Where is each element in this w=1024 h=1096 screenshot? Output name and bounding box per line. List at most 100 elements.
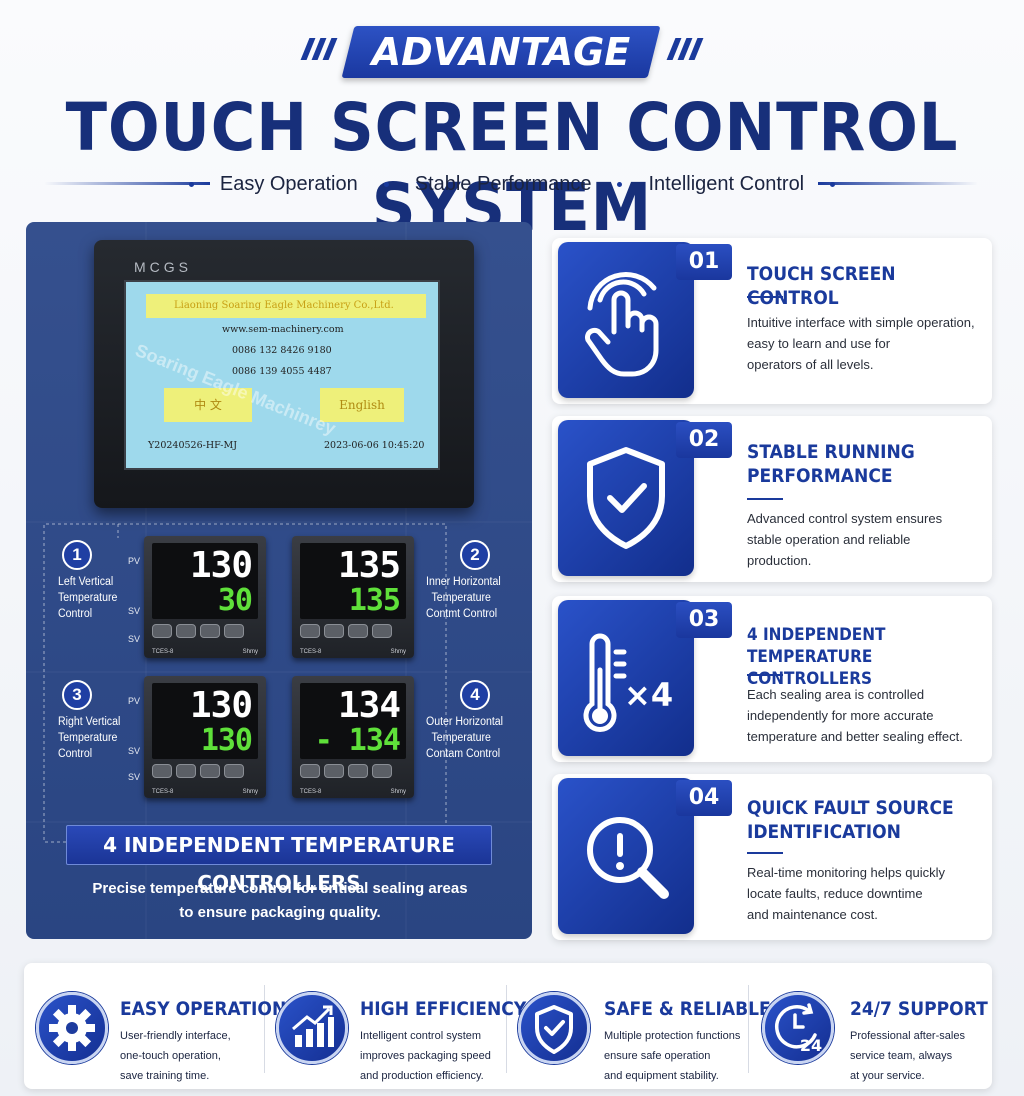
gear-icon [49, 1005, 95, 1051]
divider-right [818, 182, 978, 185]
set-button[interactable] [152, 624, 172, 638]
pv-value: 130 [189, 545, 253, 586]
controller-number-2: 2 [460, 540, 490, 570]
advantage-badge: ADVANTAGE [371, 30, 631, 74]
hmi-brand: MCGS [134, 259, 192, 275]
controller-number-4: 4 [460, 680, 490, 710]
feature-item: Intelligent Control [648, 172, 805, 195]
pv-label: PV [128, 556, 141, 566]
controller-brand: Shmy [242, 789, 258, 795]
card-title: TOUCH SCREEN CONTROL [747, 263, 896, 309]
card-icon-box [558, 778, 694, 934]
hmi-company: Liaoning Soaring Eagle Machinery Co.,Ltd… [146, 294, 426, 318]
controller-brand: Shmy [242, 649, 258, 655]
divider-left [44, 182, 210, 185]
controller-model: TCES-8 [152, 649, 174, 655]
benefit-title: SAFE & RELIABLE [604, 998, 771, 1020]
pv-label: PV [128, 696, 141, 706]
benefit-icon [276, 992, 348, 1064]
benefit-title: HIGH EFFICIENCY [360, 998, 527, 1020]
shift-button[interactable] [176, 624, 196, 638]
hmi-phone: 0086 132 8426 9180 [232, 345, 332, 356]
card-divider [747, 674, 783, 676]
hmi-model: Y20240526-HF-MJ [148, 440, 238, 451]
shift-button[interactable] [176, 764, 196, 778]
decor-slashes-left [296, 38, 342, 64]
sv-value: - 134 [314, 723, 401, 758]
set-button[interactable] [300, 624, 320, 638]
set-button[interactable] [300, 764, 320, 778]
up-button[interactable] [372, 764, 392, 778]
card-icon-box [558, 600, 694, 756]
chinese-button[interactable]: 中 文 [164, 388, 252, 422]
set-button[interactable] [152, 764, 172, 778]
touch-icon [585, 272, 659, 377]
sv-value: 135 [348, 583, 401, 618]
controller-model: TCES-8 [152, 789, 174, 795]
up-button[interactable] [372, 624, 392, 638]
separator [506, 985, 507, 1073]
hmi-website: www.sem-machinery.com [222, 324, 344, 335]
temperature-controller-4: 134- 134 TCES-8 Shmy [292, 676, 414, 798]
pv-value: 130 [189, 685, 253, 726]
sv-value: 30 [217, 583, 253, 618]
benefit-title: 24/7 SUPPORT [850, 998, 988, 1020]
sv-value: 130 [200, 723, 253, 758]
sv-label: SV [128, 606, 141, 616]
card-icon-box [558, 242, 694, 398]
panel-description: Precise temperature control for critical… [92, 880, 468, 921]
chart-up-icon [292, 1005, 334, 1047]
controller-model: TCES-8 [300, 649, 322, 655]
benefit-title: EASY OPERATION [120, 998, 287, 1020]
clock-24-icon: 24 [775, 1003, 822, 1055]
down-button[interactable] [348, 624, 368, 638]
pv-value: 135 [337, 545, 401, 586]
controller-brand: Shmy [390, 789, 406, 795]
page-title: TOUCH SCREEN CONTROL SYSTEM [65, 89, 959, 246]
controller-model: TCES-8 [300, 789, 322, 795]
hmi-phone: 0086 139 4055 4487 [232, 366, 332, 377]
badge-24: 24 [800, 1036, 822, 1055]
up-button[interactable] [224, 764, 244, 778]
sv-label: SV [128, 634, 141, 644]
card-number: 02 [676, 422, 732, 458]
shift-button[interactable] [324, 764, 344, 778]
controller-number-1: 1 [62, 540, 92, 570]
separator [748, 985, 749, 1073]
card-number: 01 [676, 244, 732, 280]
sv-label: SV [128, 746, 141, 756]
up-button[interactable] [224, 624, 244, 638]
shield-check-icon [587, 447, 665, 549]
card-number: 03 [676, 602, 732, 638]
feature-item: Stable Performance [414, 172, 592, 195]
down-button[interactable] [200, 624, 220, 638]
multiplier: ×4 [624, 676, 674, 714]
benefit-icon [36, 992, 108, 1064]
english-button[interactable]: English [320, 388, 404, 422]
sv-label: SV [128, 772, 141, 782]
down-button[interactable] [200, 764, 220, 778]
pv-value: 134 [337, 685, 401, 726]
card-icon-box [558, 420, 694, 576]
down-button[interactable] [348, 764, 368, 778]
card-description: Intuitive interface with simple operatio… [747, 315, 975, 372]
decor-slashes-right [662, 38, 708, 64]
shift-button[interactable] [324, 624, 344, 638]
card-divider [747, 498, 783, 500]
controllers-ribbon: 4 INDEPENDENT TEMPERATURE CONTROLLERS [66, 825, 492, 895]
feature-list: Easy Operation Stable Performance Intell… [0, 170, 1024, 198]
benefit-description: User-friendly interface,one-touch operat… [120, 1030, 231, 1082]
card-divider [747, 852, 783, 854]
feature-item: Easy Operation [219, 172, 358, 195]
